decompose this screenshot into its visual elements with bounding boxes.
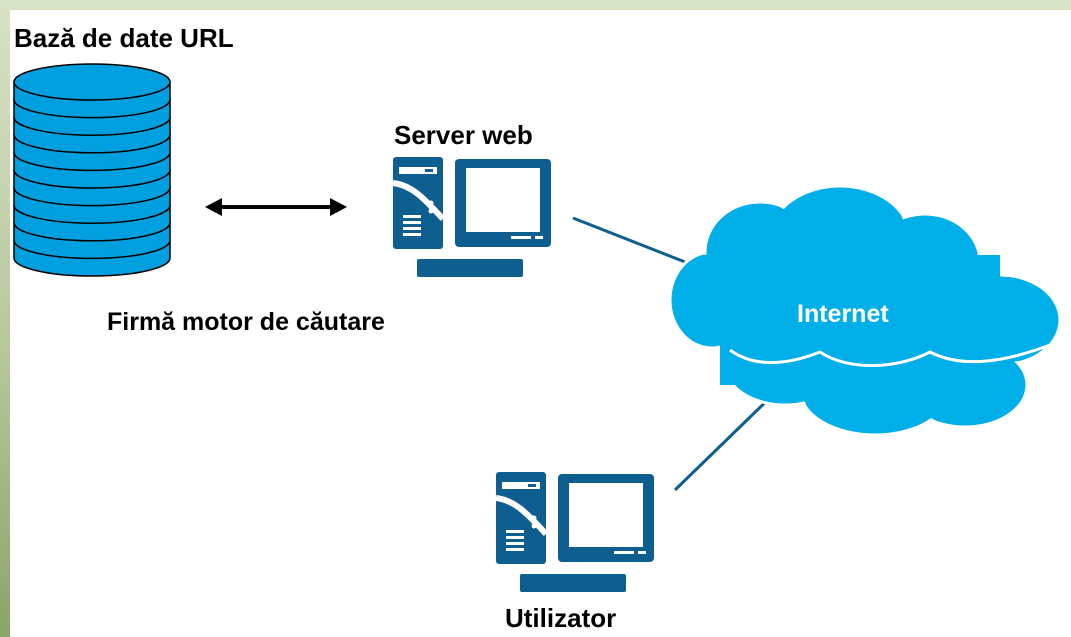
user-internet-link bbox=[673, 386, 782, 492]
internet-label: Internet bbox=[797, 300, 889, 328]
company-label: Firmă motor de căutare bbox=[107, 308, 385, 336]
cloud-icon bbox=[668, 184, 1062, 437]
database-label: Bază de date URL bbox=[14, 23, 234, 53]
database-icon bbox=[13, 63, 171, 277]
server-computer-icon bbox=[393, 157, 551, 277]
search-engine-diagram: Bază de date URL Server web Firmă motor … bbox=[13, 23, 1062, 633]
server-label: Server web bbox=[394, 120, 533, 150]
double-arrow-icon bbox=[205, 198, 347, 216]
user-label: Utilizator bbox=[505, 603, 616, 633]
server-internet-link bbox=[572, 216, 686, 264]
slide: Bază de date URL Server web Firmă motor … bbox=[10, 10, 1071, 637]
user-computer-icon bbox=[496, 472, 654, 592]
